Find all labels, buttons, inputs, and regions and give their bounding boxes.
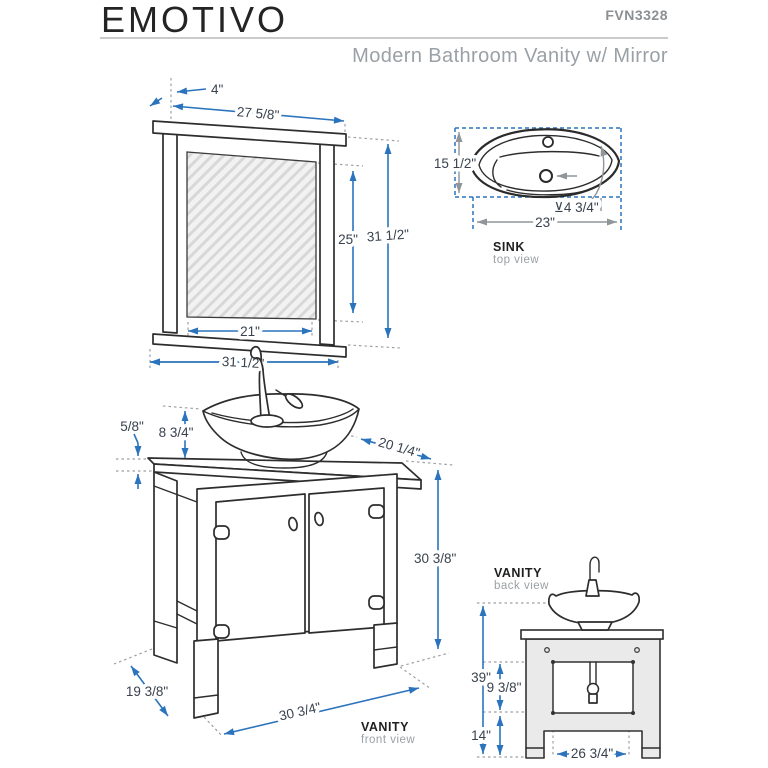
vanity-front-art xyxy=(147,457,422,719)
dim-cabinet-depth-label: 19 3/8" xyxy=(126,684,169,699)
faucet-base xyxy=(250,414,284,428)
faucet-handle xyxy=(284,393,304,409)
dim-sink-depth-label: 15 1/2" xyxy=(434,156,477,171)
mirror-view: 4" 27 5/8" 25" 31 1/2" 21" 31 1/2" xyxy=(149,78,413,375)
hinge-left-bottom xyxy=(213,624,230,639)
sink-top-extents xyxy=(454,127,622,232)
dim-sink-width-label: 23" xyxy=(535,215,555,230)
product-subtitle: Modern Bathroom Vanity w/ Mirror xyxy=(352,45,668,67)
drain-trap xyxy=(586,682,600,696)
hinge-right-bottom xyxy=(368,595,385,610)
header: EMOTIVO FVN3328 Modern Bathroom Vanity w… xyxy=(100,0,668,67)
dim-cabinet-height-label: 30 3/8" xyxy=(414,551,457,566)
vanity-front-view: 8 3/4" 5/8" 20 1/4" 30 3/8" 19 3/8" 30 3… xyxy=(113,345,460,746)
faucet-spout-overlap xyxy=(250,345,264,371)
vanity-back-view: VANITY back view xyxy=(468,556,664,765)
brand-title: EMOTIVO xyxy=(101,0,288,40)
dim-bowl-depth-label: ⊻4 3/4" xyxy=(554,200,599,215)
door-knob-right xyxy=(314,511,324,527)
sink-caption-view: top view xyxy=(493,254,539,266)
vessel-sink-art xyxy=(202,345,360,469)
dim-counter-thickness-label: 5/8" xyxy=(120,419,144,434)
vanity-front-caption-view: front view xyxy=(361,734,415,746)
dim-shelf-depth-label: 4" xyxy=(211,82,224,97)
vanity-back-art xyxy=(520,556,664,759)
dim-opening-height-label: 9 3/8" xyxy=(487,680,522,695)
sink-top-view: 15 1/2" 23" ⊻4 3/4" SINK top view xyxy=(430,127,622,266)
vanity-back-caption-view: back view xyxy=(494,580,549,592)
back-counter xyxy=(520,629,664,640)
hinge-right-top xyxy=(368,504,385,519)
mirror-glass xyxy=(186,151,317,320)
dim-opening-width-label: 26 3/4" xyxy=(571,746,614,761)
dim-cabinet-width-label: 30 3/4" xyxy=(278,699,323,723)
dim-glass-width-label: 21" xyxy=(240,324,260,339)
vanity-back-dimensions: 39" 9 3/8" 14" 26 3/4" xyxy=(468,606,626,765)
dim-total-height-label: 31 1/2" xyxy=(366,227,409,245)
dim-counter-depth-label: 20 1/4" xyxy=(377,434,422,460)
hinge-left-top xyxy=(213,525,230,540)
drain-hole xyxy=(539,169,553,183)
dim-vessel-height-label: 8 3/4" xyxy=(159,425,194,440)
door-knob-left xyxy=(288,516,298,532)
dim-back-height-label: 39" xyxy=(471,670,491,685)
dim-leg-height-label: 14" xyxy=(471,728,491,743)
dim-glass-height-label: 25" xyxy=(338,232,358,247)
vanity-back-caption: VANITY xyxy=(494,566,542,580)
mirror-art xyxy=(152,120,347,358)
vanity-front-caption: VANITY xyxy=(361,720,409,734)
faucet-hole xyxy=(542,136,554,148)
model-number: FVN3328 xyxy=(605,7,668,23)
sink-caption: SINK xyxy=(493,240,525,254)
sink-top-dimensions: 15 1/2" 23" ⊻4 3/4" xyxy=(430,132,617,234)
sink-top-art xyxy=(469,128,621,211)
dim-top-width-label: 27 5/8" xyxy=(236,104,280,123)
